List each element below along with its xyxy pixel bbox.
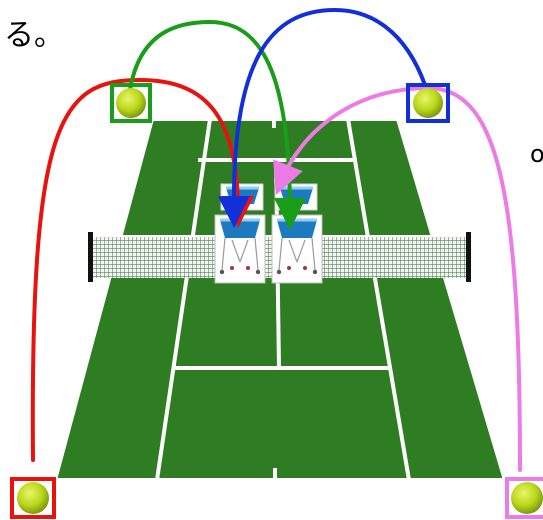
ball-basket-front-left [215,215,265,283]
ball-bottom-right [507,479,543,517]
tennis-ball-icon [17,482,49,514]
ball-top-left [112,85,150,121]
tennis-ball-icon [511,482,543,514]
tennis-ball-icon [413,88,443,118]
ball-basket-front-right [272,215,322,283]
ball-basket-back-left [221,184,263,210]
ball-basket-back-right [275,184,317,210]
tennis-ball-icon [116,88,146,118]
ball-bottom-left [12,479,54,517]
